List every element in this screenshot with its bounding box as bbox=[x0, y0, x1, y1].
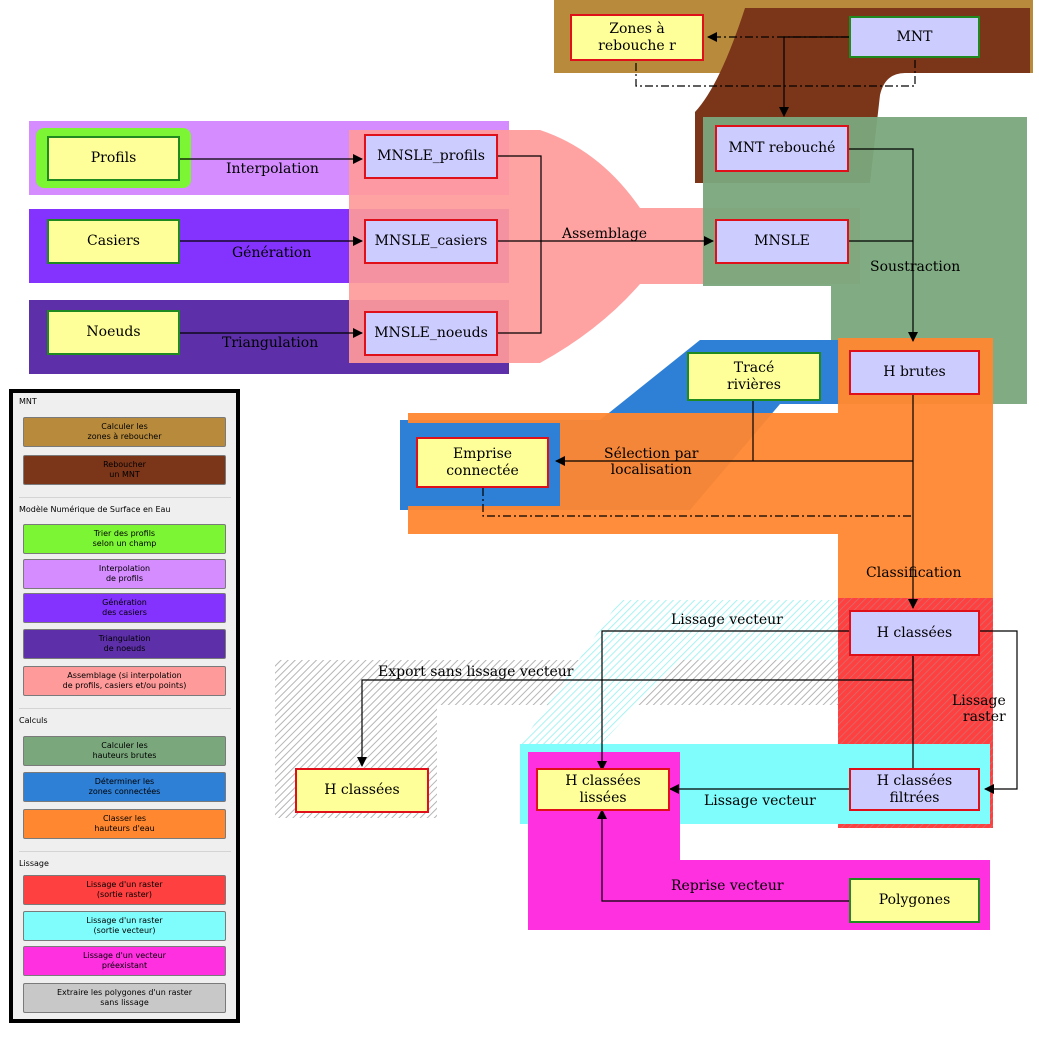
node-mnt-rebouche-label: MNT rebouché bbox=[728, 140, 836, 156]
node-mnt-rebouche[interactable]: MNT rebouché bbox=[715, 125, 849, 172]
node-mnsle-profils[interactable]: MNSLE_profils bbox=[364, 134, 498, 179]
node-h-classees-lissees[interactable]: H classées lissées bbox=[536, 768, 670, 811]
label-reprise: Reprise vecteur bbox=[671, 878, 784, 894]
panel-button[interactable]: Triangulation de noeuds bbox=[23, 629, 226, 659]
node-h-classees-filtrees-label: H classées filtrées bbox=[876, 772, 953, 806]
node-trace-rivieres-label: Tracé rivières bbox=[726, 359, 781, 393]
label-lissage-raster: Lissage raster bbox=[952, 693, 1006, 725]
node-profils[interactable]: Profils bbox=[47, 136, 180, 181]
edge-lissage-raster bbox=[980, 630, 1018, 794]
label-generation: Génération bbox=[232, 245, 312, 261]
panel-section-title: Modèle Numérique de Surface en Eau bbox=[19, 505, 171, 514]
label-soustraction: Soustraction bbox=[870, 259, 961, 275]
label-triangulation: Triangulation bbox=[222, 335, 319, 351]
node-h-classees[interactable]: H classées bbox=[849, 610, 980, 656]
node-polygones-label: Polygones bbox=[878, 892, 951, 908]
edge-soustraction-a bbox=[849, 148, 918, 342]
brutes-zone bbox=[703, 117, 1027, 404]
panel-separator bbox=[19, 497, 231, 498]
panel-button[interactable]: Lissage d'un raster (sortie raster) bbox=[23, 875, 226, 905]
label-lissage-vecteur-bottom: Lissage vecteur bbox=[704, 793, 816, 809]
node-noeuds[interactable]: Noeuds bbox=[47, 310, 180, 355]
label-lissage-vecteur-top: Lissage vecteur bbox=[671, 612, 783, 628]
panel-section-title: Calculs bbox=[19, 716, 48, 725]
node-mnsle-noeuds[interactable]: MNSLE_noeuds bbox=[364, 311, 498, 356]
edge-zones-loop bbox=[635, 60, 916, 87]
node-casiers-label: Casiers bbox=[87, 233, 140, 249]
label-selection: Sélection par localisation bbox=[604, 446, 699, 478]
panel-button[interactable]: Trier des profils selon un champ bbox=[23, 524, 226, 554]
node-h-classees-filtrees[interactable]: H classées filtrées bbox=[849, 768, 980, 811]
edge-emprise-loop bbox=[482, 488, 913, 517]
panel-section-title: MNT bbox=[19, 397, 37, 406]
label-classification: Classification bbox=[866, 565, 962, 581]
panel-button[interactable]: Reboucher un MNT bbox=[23, 455, 226, 485]
panel-button[interactable]: Lissage d'un vecteur préexistant bbox=[23, 946, 226, 976]
node-h-classees-export[interactable]: H classées bbox=[295, 768, 429, 813]
panel-separator bbox=[19, 708, 231, 709]
node-mnt[interactable]: MNT bbox=[849, 16, 980, 58]
node-noeuds-label: Noeuds bbox=[86, 324, 141, 340]
panel-button[interactable]: Assemblage (si interpolation de profils,… bbox=[23, 666, 226, 696]
label-assemblage: Assemblage bbox=[562, 226, 648, 242]
node-emprise-label: Emprise connectée bbox=[446, 445, 519, 479]
node-h-classees-label: H classées bbox=[876, 624, 953, 641]
label-interpolation: Interpolation bbox=[226, 161, 319, 177]
panel-button[interactable]: Classer les hauteurs d'eau bbox=[23, 809, 226, 839]
edge-lissage-vecteur-top bbox=[597, 630, 849, 771]
assemblage-zone bbox=[349, 130, 860, 363]
panel-button[interactable]: Calculer les hauteurs brutes bbox=[23, 736, 226, 766]
classer-zone bbox=[408, 338, 993, 600]
cyan-hatch-zone bbox=[520, 600, 840, 745]
node-mnsle-noeuds-label: MNSLE_noeuds bbox=[374, 325, 488, 341]
node-emprise-connectee[interactable]: Emprise connectée bbox=[416, 437, 549, 488]
node-casiers[interactable]: Casiers bbox=[47, 219, 180, 264]
node-mnsle-label: MNSLE bbox=[754, 233, 810, 249]
panel-button[interactable]: Lissage d'un raster (sortie vecteur) bbox=[23, 911, 226, 941]
panel-button[interactable]: Extraire les polygones d'un raster sans … bbox=[23, 983, 226, 1013]
node-h-classees-lissees-label: H classées lissées bbox=[565, 772, 641, 806]
label-export: Export sans lissage vecteur bbox=[378, 664, 574, 680]
edges bbox=[180, 32, 1018, 902]
node-mnsle-casiers[interactable]: MNSLE_casiers bbox=[364, 219, 498, 264]
panel-button[interactable]: Déterminer les zones connectées bbox=[23, 772, 226, 802]
node-h-classees-export-label: H classées bbox=[324, 782, 400, 798]
node-h-brutes[interactable]: H brutes bbox=[849, 350, 980, 395]
node-h-brutes-label: H brutes bbox=[883, 364, 946, 380]
node-zones-label: Zones à rebouche r bbox=[598, 20, 676, 54]
edge-reprise bbox=[597, 809, 849, 902]
panel-separator bbox=[19, 851, 231, 852]
node-trace-rivieres[interactable]: Tracé rivières bbox=[687, 352, 821, 401]
node-mnsle-profils-label: MNSLE_profils bbox=[377, 148, 485, 164]
panel-button[interactable]: Calculer les zones à reboucher bbox=[23, 417, 226, 447]
panel-button[interactable]: Interpolation de profils bbox=[23, 559, 226, 589]
edge-assemb-profils bbox=[498, 155, 542, 334]
panel-button[interactable]: Génération des casiers bbox=[23, 593, 226, 623]
node-mnsle-casiers-label: MNSLE_casiers bbox=[374, 233, 488, 249]
panel-section-title: Lissage bbox=[19, 859, 49, 868]
node-zones-a-reboucher[interactable]: Zones à rebouche r bbox=[570, 14, 704, 61]
node-polygones[interactable]: Polygones bbox=[849, 878, 980, 923]
node-mnt-label: MNT bbox=[896, 28, 933, 45]
node-profils-label: Profils bbox=[90, 150, 137, 166]
node-mnsle[interactable]: MNSLE bbox=[715, 219, 849, 264]
